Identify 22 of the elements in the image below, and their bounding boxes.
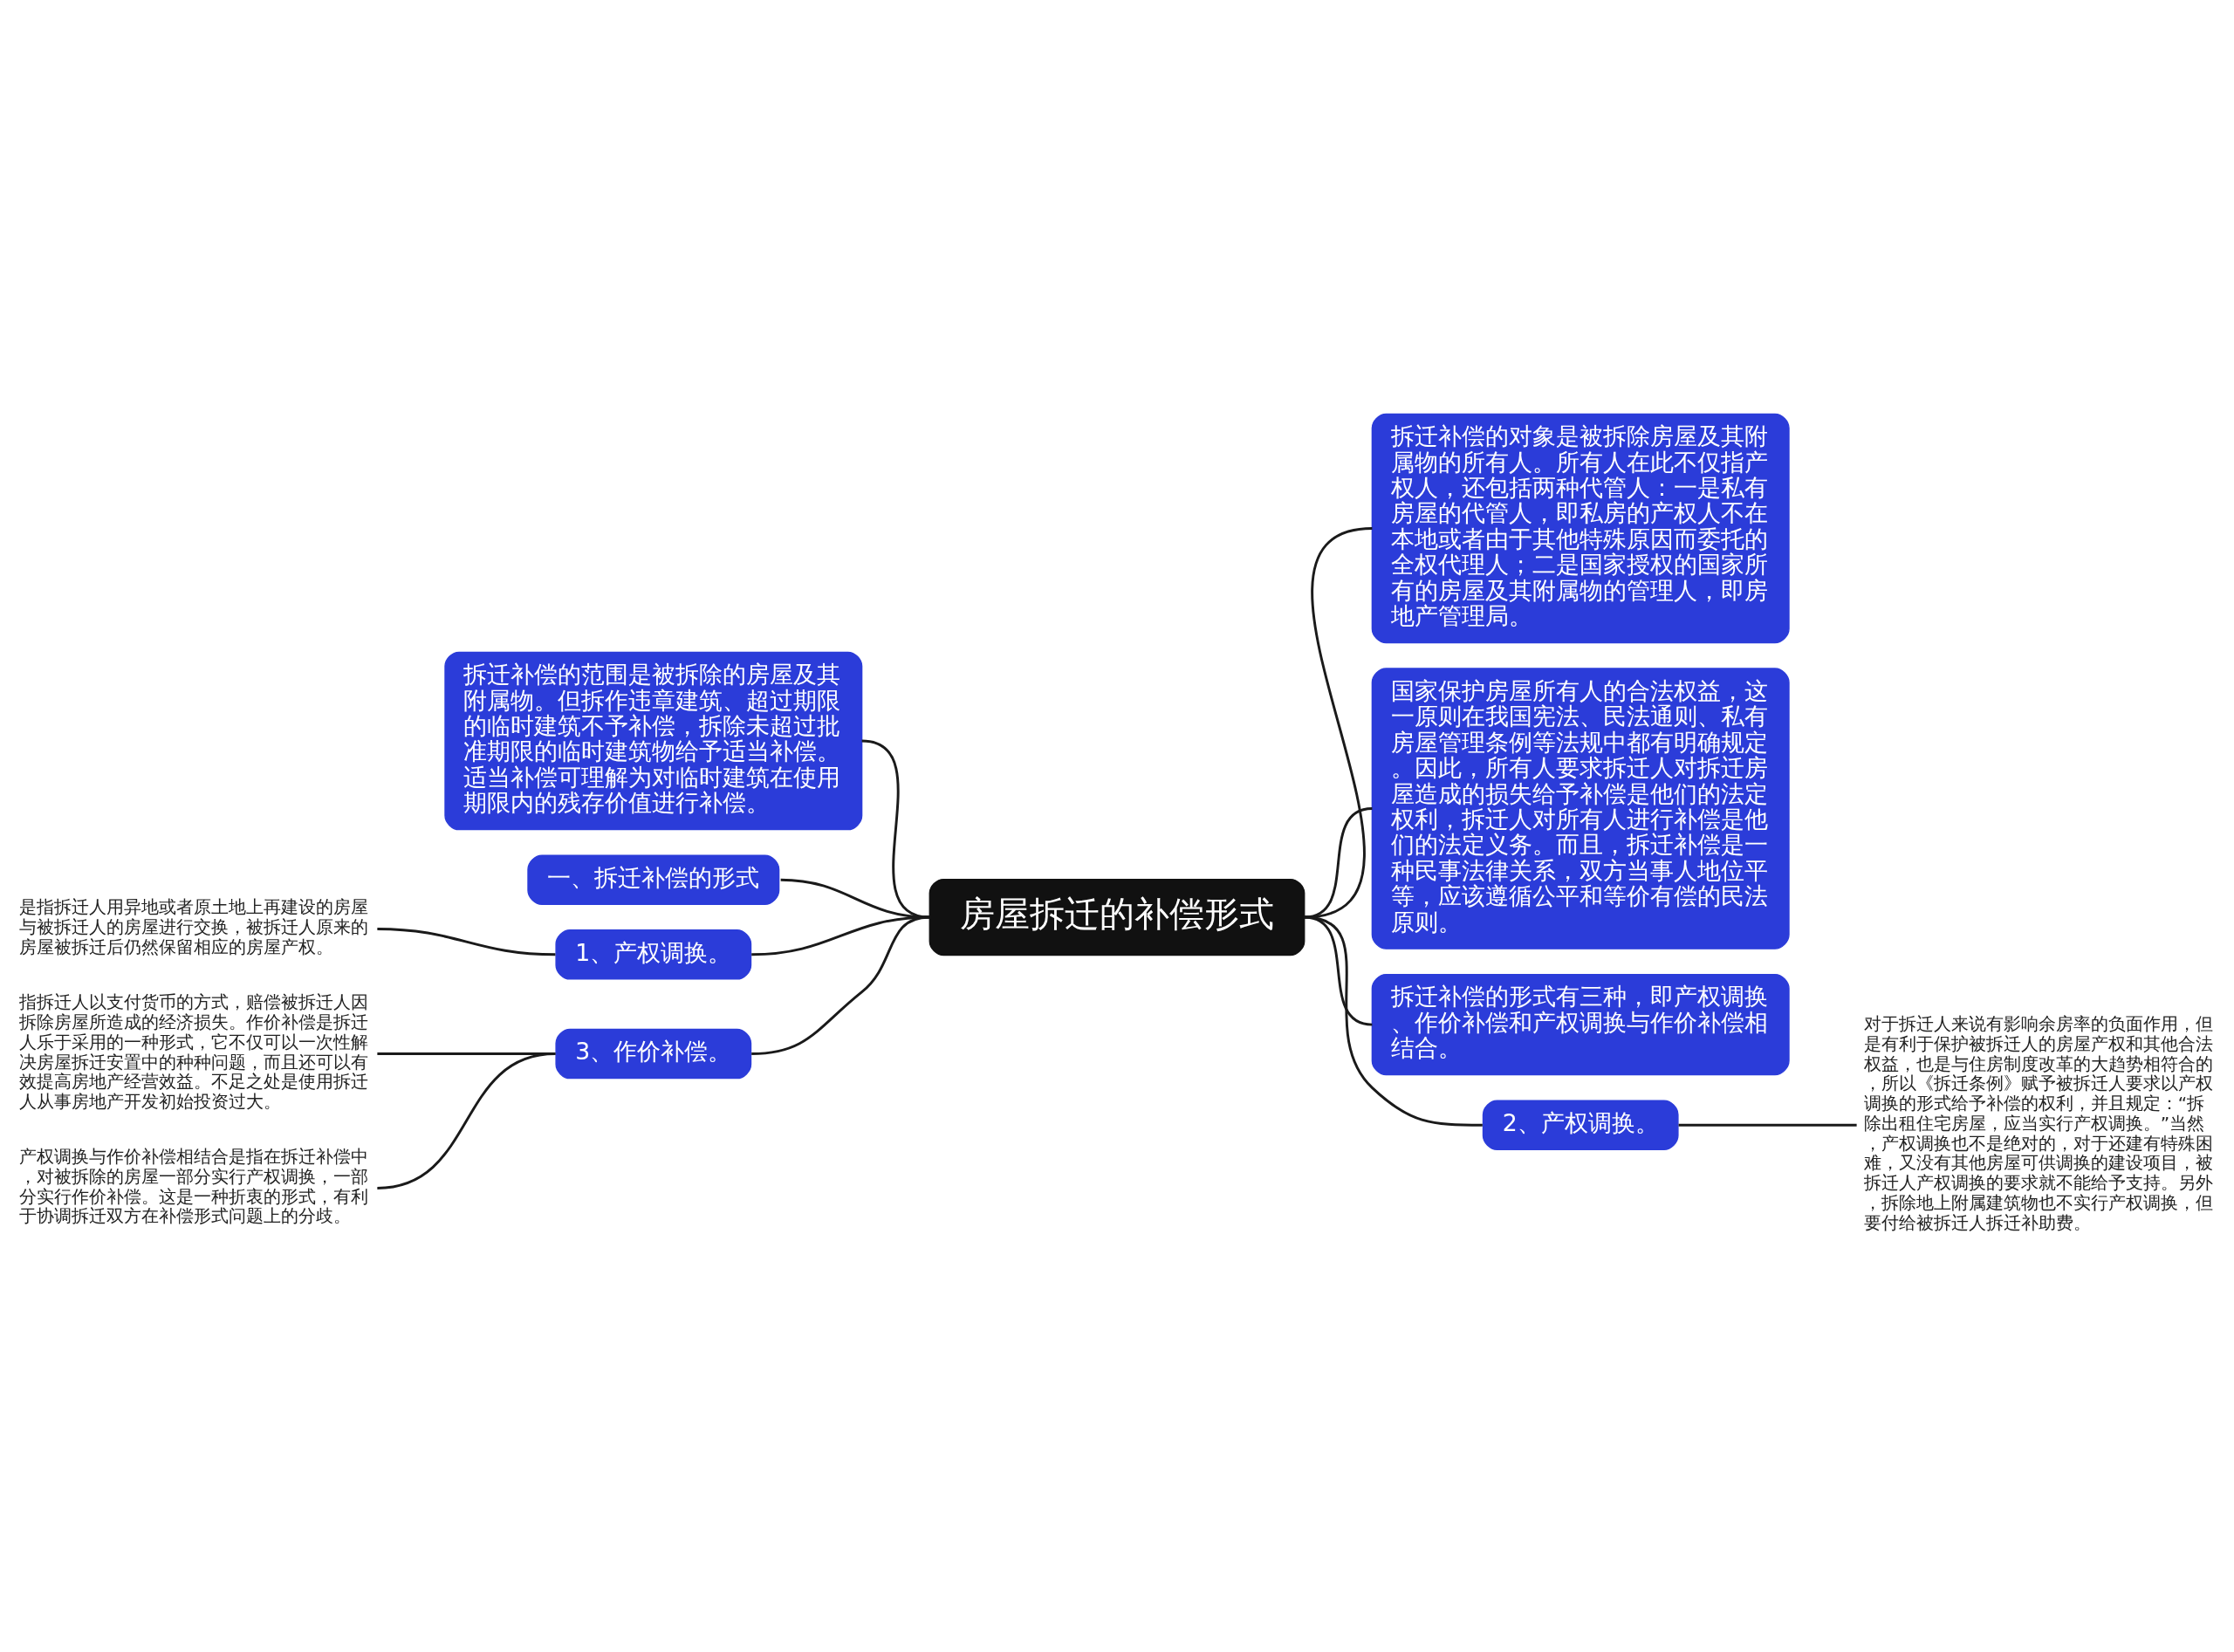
node-box: 一、拆迁补偿的形式 (527, 853, 780, 905)
connector (1304, 526, 1373, 918)
node-box: 国家保护房屋所有人的合法权益，这一原则在我国宪法、民法通则、私有房屋管理条例等法规中都有明确规定。因此，所有人要求拆迁人对拆迁房屋造成的损失给予补偿是他们的法定权利，拆迁人对所有人进行补偿是他们的法定义务。而且，拆迁补偿是一种民事法律关系，双方当事人地位平等，应该遵循公平和等价有偿的民法原则。 (1371, 667, 1790, 949)
connector (861, 739, 930, 918)
node-box: 房屋拆迁的补偿形式 (929, 878, 1305, 956)
node-text: 指拆迁人以支付货币的方式，赔偿被拆迁人因拆除房屋所造成的经济损失。作价补偿是拆迁人乐于采用的一种形式，它不仅可以一次性解决房屋拆迁安置中的种种问题，而且还可以有效提高房地产经营效益。不足之处是使用拆迁人从事房地产开发初始投资过大。 (18, 991, 368, 1112)
connector (377, 1052, 556, 1189)
connector (1304, 806, 1373, 918)
node-box: 1、产权调换。 (555, 929, 752, 980)
connector (780, 878, 930, 918)
node-box: 拆迁补偿的形式有三种，即产权调换、作价补偿和产权调换与作价补偿相结合。 (1371, 973, 1790, 1075)
node-text: 产权调换与作价补偿相结合是指在拆迁补偿中，对被拆除的房屋一部分实行产权调换，一部分实行作价补偿。这是一种折衷的形式，有利于协调拆迁双方在补偿形式问题上的分歧。 (18, 1145, 368, 1226)
connector (1304, 915, 1483, 1127)
node-text: 是指拆迁人用异地或者原土地上再建设的房屋与被拆迁人的房屋进行交换，被拆迁人原来的房屋被拆迁后仍然保留相应的房屋产权。 (18, 895, 368, 957)
node-box: 2、产权调换。 (1482, 1099, 1679, 1150)
node-box: 拆迁补偿的范围是被拆除的房屋及其附属物。但拆作违章建筑、超过期限的临时建筑不予补偿，拆除未超过批准期限的临时建筑物给予适当补偿。适当补偿可理解为对临时建筑在使用期限内的残存价值进行补偿。 (444, 651, 863, 830)
node-text: 对于拆迁人来说有影响余房率的负面作用，但是有利于保护被拆迁人的房屋产权和其他合法权益，也是与住房制度改革的大趋势相符合的，所以《拆迁条例》赋予被拆迁人要求以产权调换的形式给予补偿的权利，并且规定：“拆除出租住宅房屋，应当实行产权调换。”当然，产权调换也不是绝对的，对于还建有特殊困难，又没有其他房屋可供调换的建设项目，被拆迁人产权调换的要求就不能给予支持。另外，拆除地上附属建筑物也不实行产权调换，但要付给被拆迁人拆迁补助费。 (1863, 1012, 2213, 1233)
node-box: 3、作价补偿。 (555, 1028, 752, 1079)
node-box: 拆迁补偿的对象是被拆除房屋及其附属物的所有人。所有人在此不仅指产权人，还包括两种代管人：一是私有房屋的代管人，即私房的产权人不在本地或者由于其他特殊原因而委托的全权代理人；二是国家授权的国家所有的房屋及其附属物的管理人，即房地产管理局。 (1371, 413, 1790, 643)
connector (1678, 1123, 1857, 1127)
connector (751, 915, 930, 1055)
connector (377, 927, 556, 956)
